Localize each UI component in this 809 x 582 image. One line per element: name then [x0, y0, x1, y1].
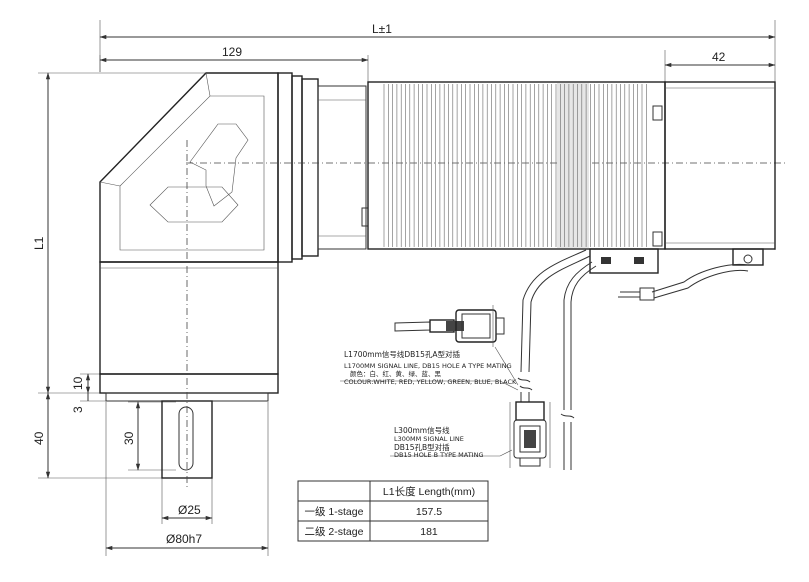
db15-connector-a — [394, 305, 519, 386]
pilot-diameter-label: Ø80h7 — [166, 532, 202, 546]
dimension-shaft-diameter: Ø25 — [161, 478, 213, 524]
connector-bracket — [589, 248, 764, 274]
cable-a-title: L1700mm信号线DB15孔A型对插 — [344, 349, 460, 359]
cable-a-colors-cn: 颜色：白、红、黄、绿、蓝、黑 — [350, 369, 442, 378]
table-header: L1长度 Length(mm) — [383, 485, 475, 498]
dimension-flange-thickness: 10 — [71, 373, 100, 394]
cable-b-conn-cn: DB15孔B型对插 — [394, 442, 450, 452]
dimension-gearbox-length: 129 — [99, 45, 369, 82]
length-table: L1长度 Length(mm) 一级 1-stage 157.5 二级 2-st… — [297, 480, 489, 542]
flange-thickness-label: 10 — [71, 376, 85, 390]
cable-b-title: L300mm信号线 — [394, 425, 450, 435]
gearbox-length-label: 129 — [222, 45, 242, 59]
cable-b-en: L300MM SIGNAL LINE — [394, 435, 464, 443]
cable-b-conn-en: DB15 HOLE B TYPE MATING — [394, 451, 484, 459]
dimension-shaft-step: 3 — [71, 393, 162, 413]
cable-signal-b — [560, 261, 597, 470]
dimension-key-length: 30 — [122, 401, 176, 471]
gearbox-body — [99, 72, 785, 490]
motor-cooling-fins — [383, 84, 647, 247]
shaft-length-label: 40 — [32, 431, 46, 445]
note-cable-a: L1700mm信号线DB15孔A型对插 L1700MM SIGNAL LINE,… — [340, 349, 519, 391]
table-row-stage: 二级 2-stage — [305, 526, 364, 538]
cable-a-en: L1700MM SIGNAL LINE, DB15 HOLE A TYPE MA… — [344, 362, 512, 370]
overall-length-label: L±1 — [372, 22, 392, 36]
table-row-length: 181 — [420, 526, 438, 538]
height-label: L1 — [32, 236, 46, 250]
note-cable-b: L300mm信号线 L300MM SIGNAL LINE DB15孔B型对插 D… — [390, 425, 513, 459]
shaft-diameter-label: Ø25 — [178, 503, 201, 517]
dimension-motor-tail: 42 — [664, 50, 776, 82]
dimension-height-l1: L1 — [32, 72, 205, 394]
key-length-label: 30 — [122, 431, 136, 445]
table-row-length: 157.5 — [416, 506, 442, 518]
cable-a-colors-en: COLOUR:WHITE, RED, YELLOW, GREEN, BLUE, … — [344, 378, 517, 386]
cable-power — [618, 263, 749, 301]
cable-signal-a — [517, 249, 591, 402]
motor-tail-label: 42 — [712, 50, 726, 64]
shaft-step-label: 3 — [71, 406, 85, 413]
dimension-shaft-length: 40 — [32, 392, 162, 479]
dimension-overall-length: L±1 — [99, 20, 776, 250]
dimension-pilot-diameter: Ø80h7 — [105, 402, 269, 556]
table-row-stage: 一级 1-stage — [305, 506, 364, 518]
db15-connector-b — [509, 401, 551, 468]
motor-body — [367, 81, 776, 250]
